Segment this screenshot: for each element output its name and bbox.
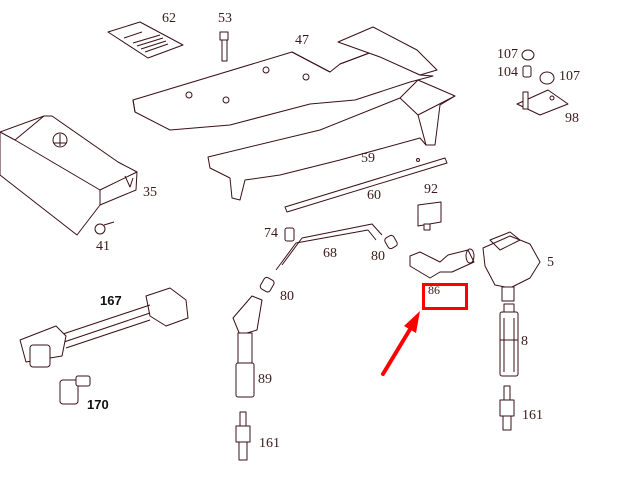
label-5: 5 <box>547 255 554 270</box>
label-60: 60 <box>367 188 381 203</box>
part-80-connector-icon <box>259 234 398 293</box>
annotation-arrow-icon <box>381 311 420 376</box>
label-161-right: 161 <box>522 408 543 423</box>
part-92-holder-icon <box>417 201 442 231</box>
highlight-box-part-86 <box>422 283 468 310</box>
part-89-spark-plug-connector-icon <box>232 295 263 398</box>
part-167-plug-connector-cable-icon <box>19 287 189 368</box>
part-161-spark-plug-icon <box>235 385 515 461</box>
part-68-ignition-cable-icon <box>275 223 383 271</box>
label-47: 47 <box>295 33 309 48</box>
part-60-seal-strip-icon <box>284 157 448 213</box>
part-59-cover-panel-icon <box>207 79 456 201</box>
label-107-top: 107 <box>497 47 518 62</box>
label-53: 53 <box>218 11 232 26</box>
part-35-engine-cover-icon <box>0 115 138 236</box>
part-53-bolt-icon <box>219 31 229 62</box>
label-35: 35 <box>143 185 157 200</box>
part-74-clamp-icon <box>284 227 295 242</box>
label-41: 41 <box>96 239 110 254</box>
part-62-label-plate-icon <box>107 21 184 59</box>
label-68: 68 <box>323 246 337 261</box>
label-167: 167 <box>100 293 122 308</box>
label-104: 104 <box>497 65 518 80</box>
part-170-plug-connector-icon <box>59 375 91 405</box>
part-86-angled-connector-icon <box>409 248 475 279</box>
part-98-bracket-icon <box>516 89 569 116</box>
label-107-right: 107 <box>559 69 580 84</box>
part-8-connector-sleeve-icon <box>499 303 519 377</box>
label-80-right: 80 <box>371 249 385 264</box>
label-74: 74 <box>264 226 278 241</box>
label-170: 170 <box>87 397 109 412</box>
label-98: 98 <box>565 111 579 126</box>
part-5-ignition-coil-icon <box>482 231 541 302</box>
part-107-104-nuts-icon <box>521 49 555 85</box>
label-161-left: 161 <box>259 436 280 451</box>
label-89: 89 <box>258 372 272 387</box>
part-47-cover-icon <box>132 26 438 131</box>
label-92: 92 <box>424 182 438 197</box>
label-80-left: 80 <box>280 289 294 304</box>
label-62: 62 <box>162 11 176 26</box>
label-86: 86 <box>428 283 440 297</box>
label-59: 59 <box>361 151 375 166</box>
label-8: 8 <box>521 334 528 349</box>
part-41-clip-icon <box>94 221 115 235</box>
